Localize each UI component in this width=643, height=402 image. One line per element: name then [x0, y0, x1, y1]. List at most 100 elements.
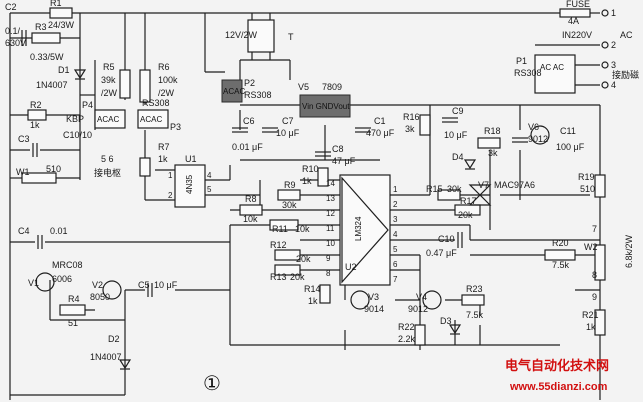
watermark-title: 电气自动化技术网 — [505, 358, 609, 373]
label-fuse-val: 4A — [568, 16, 579, 26]
label-v3-ref: V3 — [368, 292, 379, 302]
resistor-r17 — [454, 204, 481, 216]
label-v6-ref: V6 — [528, 122, 539, 132]
label-r7-ref: R7 — [158, 142, 170, 152]
label-r18-val: 3k — [488, 148, 498, 158]
resistor-r10 — [317, 167, 329, 187]
label-r7-val: 1k — [158, 154, 168, 164]
label-r6-v2: /2W — [158, 88, 175, 98]
potentiometer-w1 — [21, 172, 57, 184]
label-p1-ref: P1 — [516, 56, 527, 66]
u2-pin-3: 3 — [393, 215, 398, 224]
label-r12-ref: R12 — [270, 240, 287, 250]
u2-pin-7: 7 — [393, 275, 398, 284]
label-c7-val: 10 μF — [276, 128, 300, 138]
transistor-v4 — [422, 290, 442, 310]
label-p4-pinnums: 5 6 — [101, 154, 114, 164]
label-r23-ref: R23 — [466, 284, 483, 294]
label-r13-val: 20k — [290, 272, 305, 282]
terminal-label-2: 2 — [611, 40, 616, 50]
u2-pin-13: 13 — [326, 194, 335, 203]
u2-pin-6: 6 — [393, 260, 398, 269]
label-d4-ref: D4 — [452, 152, 464, 162]
led-d3 — [448, 324, 462, 335]
u2-pin-5: 5 — [393, 245, 398, 254]
node-label-8: 8 — [592, 270, 597, 280]
resistor-r5 — [119, 69, 131, 99]
label-r21-ref: R21 — [582, 310, 599, 320]
u2-pin-12: 12 — [326, 209, 335, 218]
capacitors — [21, 30, 528, 297]
semiconductors — [35, 69, 550, 370]
label-r17-val: 20k — [458, 210, 473, 220]
resistor-r18 — [477, 137, 501, 149]
resistors — [21, 7, 606, 346]
label-d2-ref: D2 — [108, 334, 120, 344]
terminal-2 — [601, 41, 609, 49]
label-r11-ref: R11 — [272, 224, 288, 234]
label-t-ref: T — [288, 32, 294, 42]
wires — [9, 12, 601, 400]
label-r3-ref: R3 — [35, 22, 47, 32]
label-p4-chinese: 接电枢 — [94, 167, 121, 178]
transistor-v2 — [102, 280, 122, 300]
label-r8-ref: R8 — [245, 194, 257, 204]
label-r15-ref: R15 — [426, 184, 443, 194]
label-v5-ref: V5 — [298, 82, 309, 92]
label-c9-val: 10 μF — [444, 130, 468, 140]
label-c5-ref: C5 — [138, 280, 150, 290]
label-c8-ref: C8 — [332, 144, 344, 154]
u2-pin-1: 1 — [393, 185, 398, 194]
label-c3-ref: C3 — [18, 134, 30, 144]
label-r9-ref: R9 — [284, 180, 296, 190]
label-u2-ref: U2 — [345, 262, 357, 272]
label-p3-pins: ACAC — [140, 115, 162, 124]
label-d2-val: 1N4007 — [90, 352, 122, 362]
label-c1-val: 470 μF — [366, 128, 395, 138]
label-c2-ref: C2 — [5, 2, 17, 12]
label-c6-val: 0.01 μF — [232, 142, 263, 152]
resistor-r8 — [239, 204, 263, 216]
label-c1-ref: C1 — [374, 116, 386, 126]
label-ac: AC — [620, 30, 633, 40]
label-r19-val: 510 — [580, 184, 595, 194]
resistor-r11 — [269, 219, 299, 231]
figure-number: ① — [203, 371, 221, 395]
transformer-t — [247, 19, 275, 53]
label-r19-ref: R19 — [578, 172, 595, 182]
label-r10-ref: R10 — [302, 164, 319, 174]
resistor-r7 — [139, 157, 151, 177]
diode-d2 — [118, 359, 132, 370]
label-r6-ref: R6 — [158, 62, 170, 72]
label-r11-val: 10k — [295, 224, 310, 234]
transistor-v6 — [530, 125, 550, 145]
label-t-volt: 12V/2W — [225, 30, 258, 40]
label-u1-model: 4N35 — [185, 174, 194, 194]
u1-pin-1: 1 — [168, 171, 173, 180]
label-r16-val: 3k — [405, 124, 415, 134]
label-u1-ref: U1 — [185, 154, 197, 164]
terminals — [601, 9, 609, 89]
label-v4-ref: V4 — [416, 292, 427, 302]
resistor-r22 — [414, 324, 426, 346]
label-p4-pins: ACAC — [97, 115, 119, 124]
label-c10-ref: C10 — [438, 234, 455, 244]
label-r15-val: 30k — [447, 184, 462, 194]
led-d4 — [463, 159, 477, 170]
label-v1-m2: 6006 — [52, 274, 72, 284]
ic-blocks — [94, 8, 591, 286]
u1-pin-4: 4 — [207, 171, 212, 180]
label-r14-val: 1k — [308, 296, 318, 306]
u1-pin-5: 5 — [207, 185, 212, 194]
label-r21-val: 1k — [586, 322, 596, 332]
label-w1-val: 510 — [46, 164, 61, 174]
label-v4-model: 9012 — [408, 304, 428, 314]
label-d3-ref: D3 — [440, 316, 452, 326]
label-w2-ref: W2 — [584, 242, 598, 252]
label-p1-chinese: 接励磁 — [612, 69, 639, 80]
terminal-label-1: 1 — [611, 8, 616, 18]
terminal-label-3: 3 — [611, 60, 616, 70]
label-w2-val: 6.8k/2W — [624, 234, 634, 268]
label-p1-pins: AC AC — [540, 63, 564, 72]
